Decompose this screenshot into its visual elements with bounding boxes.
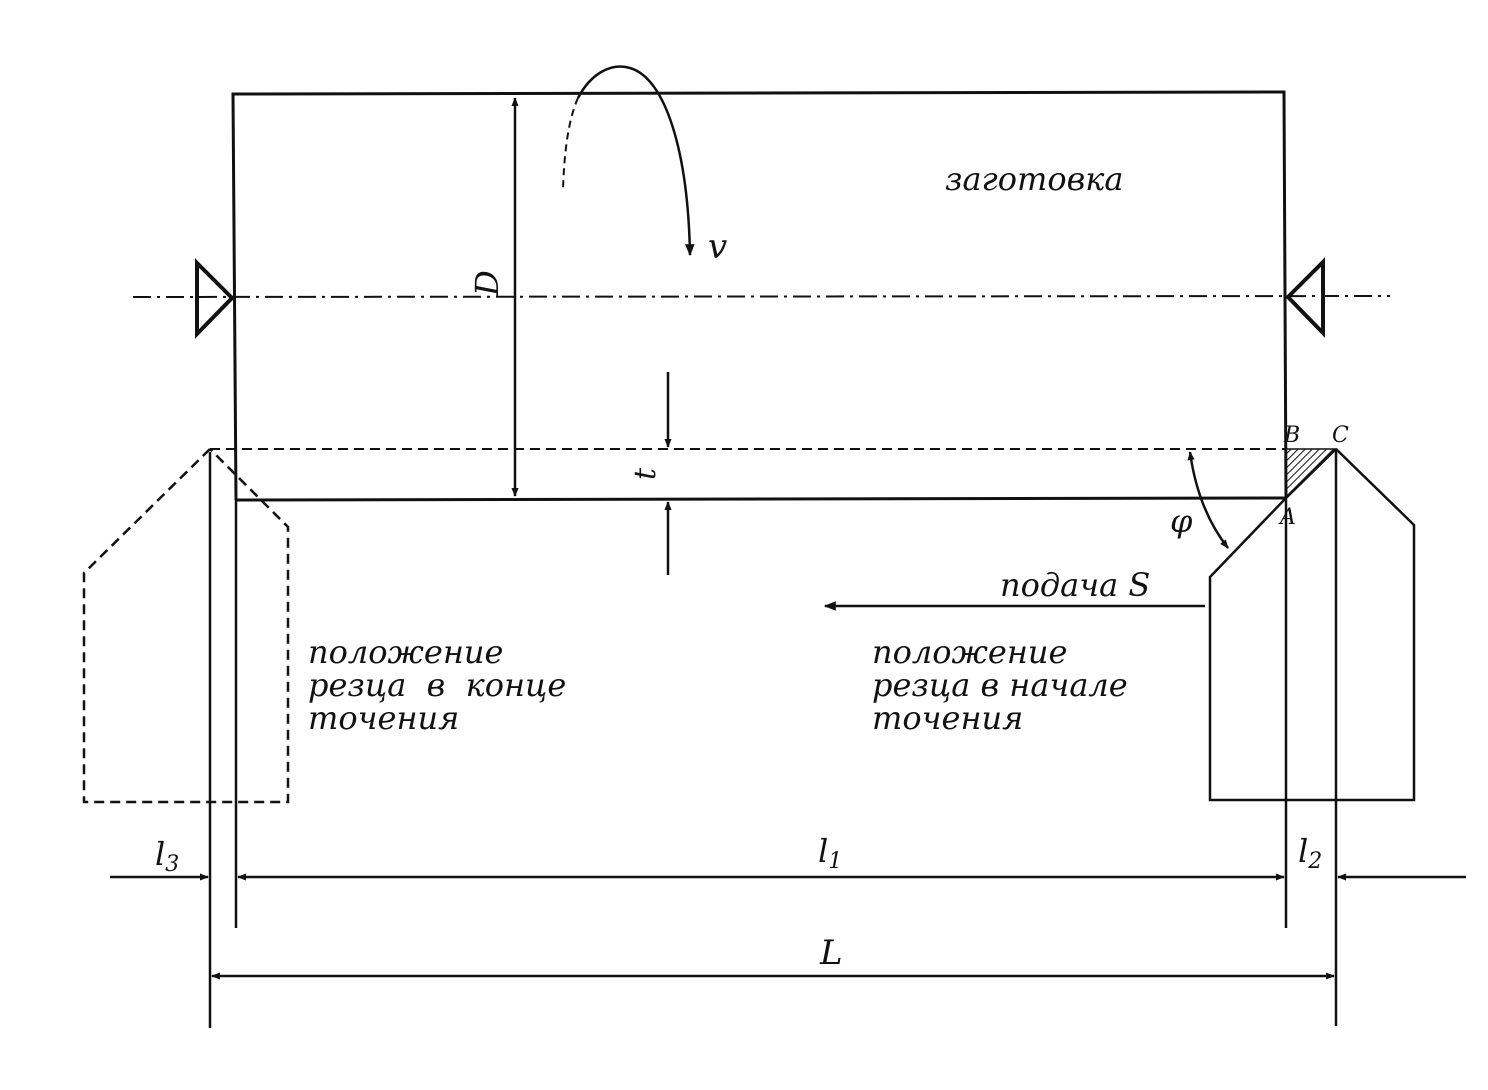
tool-start-position (1208, 448, 1416, 802)
point-b-label: B (1283, 423, 1300, 448)
point-c-label: C (1332, 423, 1349, 448)
right-center-icon (1285, 257, 1325, 338)
l1-label: l1 (818, 832, 842, 874)
tool-end-position (82, 448, 290, 804)
angle-arc (1187, 451, 1229, 549)
l3-label: l3 (155, 835, 179, 877)
rotation-arrow (576, 65, 695, 257)
depth-label: t (628, 467, 663, 480)
workpiece-label: заготовка (945, 160, 1123, 198)
l2-label: l2 (1298, 832, 1322, 874)
feed-label: подача S (1000, 566, 1150, 604)
start-position-label: положение резца в начале точения (872, 633, 1138, 737)
center-axis (132, 295, 1391, 298)
diameter-label: D (468, 270, 506, 297)
rotation-arrow-hidden (562, 97, 579, 191)
left-center-icon (195, 258, 235, 339)
angle-label: φ (1170, 502, 1193, 540)
velocity-label: v (708, 227, 727, 267)
machined-surface-line (235, 496, 1287, 502)
end-position-label: положение резца в конце точения (308, 633, 576, 737)
total-length-label: L (819, 933, 843, 973)
